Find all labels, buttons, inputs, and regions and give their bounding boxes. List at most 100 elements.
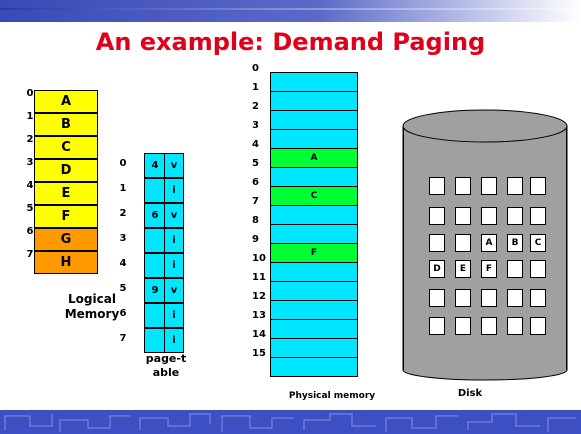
- disk-block-empty: [455, 177, 471, 195]
- physical-frame-index: 8: [252, 215, 259, 226]
- page-table-frame: 6: [151, 210, 159, 221]
- disk-block-d: D: [429, 260, 445, 278]
- page-table-caption: page-table: [145, 352, 187, 379]
- page-table-index: 5: [119, 283, 127, 294]
- disk-block-e: E: [455, 260, 471, 278]
- physical-frame-index: 5: [252, 158, 259, 169]
- logical-index: 3: [26, 157, 34, 168]
- disk-block-empty: [507, 177, 523, 195]
- page-table-row: i: [144, 328, 184, 353]
- disk-block-a: A: [481, 234, 497, 252]
- slide-bottom-bar: [0, 410, 581, 434]
- disk-block-empty: [530, 260, 546, 278]
- page-table-divider: [164, 254, 165, 277]
- physical-memory-caption: Physical memory: [288, 391, 376, 401]
- page-table-divider: [164, 229, 165, 252]
- page-table-divider: [164, 204, 165, 227]
- disk-block-empty: [429, 234, 445, 252]
- disk-block-empty: [530, 317, 546, 335]
- page-table-valid-bit: v: [170, 285, 178, 296]
- logical-page-h: H: [34, 251, 98, 274]
- logical-index: 0: [26, 88, 34, 99]
- logical-index: 4: [26, 180, 34, 191]
- physical-frame-index: 12: [252, 291, 266, 302]
- page-table-valid-bit: i: [172, 335, 176, 346]
- physical-frame-index: 3: [252, 120, 259, 131]
- page-table-index: 7: [119, 333, 127, 344]
- page-table-index: 1: [119, 183, 127, 194]
- logical-memory-caption: Logical Memory: [64, 292, 120, 321]
- page-table-index: 0: [119, 158, 127, 169]
- disk-block-empty: [530, 289, 546, 307]
- disk-block-empty: [429, 289, 445, 307]
- disk-block-empty: [530, 207, 546, 225]
- logical-page-b: B: [34, 113, 98, 136]
- logical-page-d: D: [34, 159, 98, 182]
- page-table-index: 2: [119, 208, 127, 219]
- physical-frame-index: 6: [252, 177, 259, 188]
- page-table-valid-bit: v: [170, 160, 178, 171]
- page-table-row: i: [144, 253, 184, 278]
- page-table-valid-bit: v: [170, 210, 178, 221]
- disk-block-empty: [455, 317, 471, 335]
- page-table-divider: [164, 329, 165, 352]
- page-table-index: 6: [119, 308, 127, 319]
- physical-frame-15: [270, 357, 358, 377]
- physical-frame-index: 1: [252, 82, 259, 93]
- physical-frame-index: 15: [252, 348, 266, 359]
- page-table-divider: [164, 179, 165, 202]
- logical-index: 7: [26, 249, 34, 260]
- page-table-valid-bit: i: [172, 235, 176, 246]
- logical-index: 2: [26, 134, 34, 145]
- disk-block-empty: [429, 207, 445, 225]
- slide-title: An example: Demand Paging: [95, 28, 486, 56]
- logical-page-e: E: [34, 182, 98, 205]
- logical-index: 1: [26, 111, 34, 122]
- page-table-row: i: [144, 228, 184, 253]
- disk-block-empty: [530, 177, 546, 195]
- disk-block-f: F: [481, 260, 497, 278]
- disk-block-empty: [481, 207, 497, 225]
- disk-block-empty: [481, 289, 497, 307]
- disk-block-empty: [507, 260, 523, 278]
- physical-frame-index: 7: [252, 196, 259, 207]
- disk-block-empty: [455, 234, 471, 252]
- disk-block-empty: [507, 207, 523, 225]
- page-table-frame: 4: [151, 160, 159, 171]
- disk-block-empty: [429, 317, 445, 335]
- physical-frame-index: 14: [252, 329, 266, 340]
- page-table-row: i: [144, 303, 184, 328]
- disk-block-c: C: [530, 234, 546, 252]
- page-table-divider: [164, 304, 165, 327]
- page-table-divider: [164, 279, 165, 302]
- page-table-index: 4: [119, 258, 127, 269]
- page-table-valid-bit: i: [172, 310, 176, 321]
- logical-index: 6: [26, 226, 34, 237]
- slide-top-bar: [0, 0, 581, 22]
- physical-frame-index: 9: [252, 234, 259, 245]
- disk-block-empty: [455, 207, 471, 225]
- physical-frame-index: 13: [252, 310, 266, 321]
- disk-block-empty: [481, 317, 497, 335]
- logical-page-a: A: [34, 90, 98, 113]
- disk-block-empty: [455, 289, 471, 307]
- physical-frame-index: 11: [252, 272, 266, 283]
- disk-block-empty: [481, 177, 497, 195]
- page-table-valid-bit: i: [172, 185, 176, 196]
- logical-index: 5: [26, 203, 34, 214]
- disk-block-empty: [429, 177, 445, 195]
- disk-block-empty: [507, 289, 523, 307]
- physical-frame-index: 2: [252, 101, 259, 112]
- physical-frame-index: 10: [252, 253, 266, 264]
- page-table-frame: 9: [151, 285, 159, 296]
- logical-page-f: F: [34, 205, 98, 228]
- logical-page-c: C: [34, 136, 98, 159]
- physical-frame-index: 0: [252, 63, 259, 74]
- logical-page-g: G: [34, 228, 98, 251]
- circuit-pattern: [4, 413, 576, 432]
- physical-frame-index: 4: [252, 139, 259, 150]
- page-table-row: i: [144, 178, 184, 203]
